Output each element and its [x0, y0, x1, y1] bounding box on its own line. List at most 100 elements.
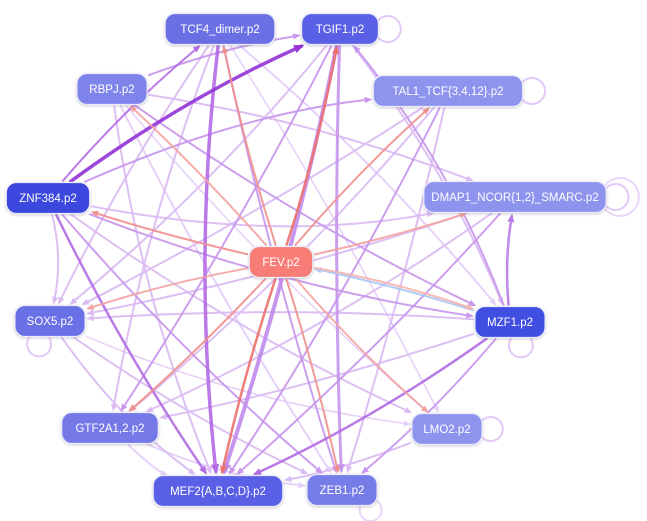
- node-box-lmo2-p2[interactable]: [411, 412, 483, 446]
- arrowhead-sox5-p2: [81, 298, 90, 305]
- arrowhead-sox5-p2: [86, 314, 94, 322]
- arrowhead-mef2-a-b-c-d-p2: [252, 468, 262, 476]
- node-box-tgif1-p2[interactable]: [301, 12, 380, 46]
- edge-znf384-p2-to-lmo2-p2: [70, 213, 411, 413]
- node-dmap1-ncor-1-2-smarc-p2[interactable]: DMAP1_NCOR{1,2}_SMARC.p2: [423, 180, 607, 214]
- node-box-tcf4-dimer-p2[interactable]: [164, 12, 276, 46]
- node-box-fev-p2[interactable]: [248, 245, 314, 279]
- node-box-dmap1-ncor-1-2-smarc-p2[interactable]: [423, 180, 607, 214]
- arrowhead-lmo2-p2: [432, 405, 439, 413]
- node-box-tal1-tcf-3-4-12-p2[interactable]: [372, 74, 524, 108]
- arrowhead-znf384-p2: [90, 210, 99, 217]
- arrowhead-mef2-a-b-c-d-p2: [210, 463, 220, 475]
- edge-znf384-p2-to-tgif1-p2: [69, 44, 304, 184]
- node-box-sox5-p2[interactable]: [14, 304, 86, 338]
- node-mzf1-p2[interactable]: MZF1.p2: [474, 305, 546, 339]
- node-znf384-p2[interactable]: ZNF384.p2: [5, 181, 91, 215]
- edge-znf384-p2-to-mef2-a-b-c-d-p2: [55, 214, 207, 474]
- node-tal1-tcf-3-4-12-p2[interactable]: TAL1_TCF{3,4,12}.p2: [372, 74, 524, 108]
- arrowhead-zeb1-p2: [346, 465, 353, 474]
- node-zeb1-p2[interactable]: ZEB1.p2: [306, 473, 378, 507]
- arrowhead-sox5-p2: [69, 297, 78, 305]
- edge-fev-p2-to-znf384-p2: [92, 211, 249, 256]
- arrowhead-lmo2-p2: [404, 407, 413, 414]
- edge-znf384-p2-to-zeb1-p2: [61, 214, 322, 473]
- arrowhead-tgif1-p2: [292, 33, 301, 40]
- edge-fev-p2-to-gtf2a1-2-p2: [129, 278, 267, 411]
- node-label-zeb1-p2: ZEB1.p2: [320, 485, 365, 497]
- arrowhead-tcf4-dimer-p2: [221, 45, 229, 54]
- arrowhead-mef2-a-b-c-d-p2: [187, 467, 196, 475]
- edge-fev-p2-to-mzf1-p2: [313, 266, 473, 310]
- node-label-mzf1-p2: MZF1.p2: [487, 317, 533, 329]
- arrowhead-mef2-a-b-c-d-p2: [199, 465, 207, 475]
- edge-dmap1-ncor-1-2-smarc-p2-to-mef2-a-b-c-d-p2: [237, 213, 501, 474]
- arrowhead-dmap1-ncor-1-2-smarc-p2: [465, 175, 474, 182]
- node-lmo2-p2[interactable]: LMO2.p2: [411, 412, 483, 446]
- node-box-rbpj-p2[interactable]: [76, 72, 148, 106]
- edge-tgif1-p2-to-zeb1-p2: [335, 45, 343, 472]
- edge-fev-p2-to-rbpj-p2: [130, 106, 267, 246]
- edge-sox5-p2-to-zeb1-p2: [72, 336, 307, 474]
- edge-rbpj-p2-to-mef2-a-b-c-d-p2: [113, 105, 212, 473]
- node-sox5-p2[interactable]: SOX5.p2: [14, 304, 86, 338]
- arrowhead-dmap1-ncor-1-2-smarc-p2: [507, 213, 515, 223]
- node-label-znf384-p2: ZNF384.p2: [19, 193, 77, 205]
- edge-fev-p2-to-zeb1-p2: [285, 278, 339, 472]
- node-label-dmap1-ncor-1-2-smarc-p2: DMAP1_NCOR{1,2}_SMARC.p2: [431, 192, 598, 204]
- node-label-mef2-a-b-c-d-p2: MEF2{A,B,C,D}.p2: [170, 486, 266, 498]
- edge-tgif1-p2-to-mzf1-p2: [352, 45, 503, 304]
- edge-znf384-p2-to-tcf4-dimer-p2: [61, 46, 200, 182]
- node-box-gtf2a1-2-p2[interactable]: [61, 411, 159, 445]
- arrowhead-mef2-a-b-c-d-p2: [236, 467, 245, 475]
- arrowhead-rbpj-p2: [129, 105, 138, 113]
- arrowhead-gtf2a1-2-p2: [159, 413, 168, 420]
- node-tgif1-p2[interactable]: TGIF1.p2: [301, 12, 380, 46]
- node-gtf2a1-2-p2[interactable]: GTF2A1,2.p2: [61, 411, 159, 445]
- node-rbpj-p2[interactable]: RBPJ.p2: [76, 72, 148, 106]
- edge-fev-p2-to-lmo2-p2: [294, 278, 428, 412]
- arrowhead-lmo2-p2: [420, 405, 429, 413]
- edge-tgif1-p2-to-gtf2a1-2-p2: [121, 45, 333, 411]
- arrowhead-tgif1-p2: [293, 44, 305, 53]
- edge-tcf4-dimer-p2-to-mzf1-p2: [238, 44, 496, 305]
- arrowhead-mef2-a-b-c-d-p2: [220, 465, 227, 475]
- arrowhead-mef2-a-b-c-d-p2: [283, 475, 292, 483]
- edge-mzf1-p2-to-mef2-a-b-c-d-p2: [254, 337, 488, 476]
- node-box-zeb1-p2[interactable]: [306, 473, 378, 507]
- arrowhead-sox5-p2: [51, 296, 59, 305]
- arrowhead-gtf2a1-2-p2: [145, 406, 154, 413]
- node-label-rbpj-p2: RBPJ.p2: [89, 84, 134, 96]
- arrowhead-tgif1-p2: [353, 45, 361, 54]
- edge-sox5-p2-to-mef2-a-b-c-d-p2: [61, 337, 195, 475]
- arrowhead-gtf2a1-2-p2: [120, 403, 128, 412]
- node-box-mef2-a-b-c-d-p2[interactable]: [152, 474, 284, 508]
- arrowhead-mef2-a-b-c-d-p2: [205, 466, 212, 475]
- node-label-lmo2-p2: LMO2.p2: [423, 424, 470, 436]
- node-fev-p2[interactable]: FEV.p2: [248, 245, 314, 279]
- edge-rbpj-p2-to-mzf1-p2: [134, 104, 475, 306]
- node-label-tgif1-p2: TGIF1.p2: [316, 24, 365, 36]
- edge-fev-p2-to-tal1-tcf-3-4-12-p2: [294, 108, 429, 246]
- edge-tal1-tcf-3-4-12-p2-to-mef2-a-b-c-d-p2: [229, 107, 441, 474]
- edge-mzf1-p2-to-fev-p2: [315, 268, 474, 312]
- node-box-znf384-p2[interactable]: [5, 181, 91, 215]
- edge-znf384-p2-to-sox5-p2: [51, 214, 60, 303]
- node-box-mzf1-p2[interactable]: [474, 305, 546, 339]
- node-label-tcf4-dimer-p2: TCF4_dimer.p2: [180, 24, 259, 36]
- arrowhead-mef2-a-b-c-d-p2: [160, 469, 169, 476]
- edge-sox5-p2-to-lmo2-p2: [86, 335, 409, 425]
- edge-mzf1-p2-to-sox5-p2: [88, 311, 474, 321]
- node-mef2-a-b-c-d-p2[interactable]: MEF2{A,B,C,D}.p2: [152, 474, 284, 508]
- edge-fev-p2-to-tgif1-p2: [285, 47, 338, 246]
- arrowhead-tcf4-dimer-p2: [192, 45, 201, 53]
- node-label-tal1-tcf-3-4-12-p2: TAL1_TCF{3,4,12}.p2: [392, 86, 503, 98]
- arrowhead-tal1-tcf-3-4-12-p2: [422, 107, 430, 115]
- arrowhead-tgif1-p2: [331, 45, 339, 55]
- edge-fev-p2-to-sox5-p2: [87, 267, 249, 310]
- edge-tcf4-dimer-p2-to-gtf2a1-2-p2: [112, 45, 215, 410]
- node-tcf4-dimer-p2[interactable]: TCF4_dimer.p2: [164, 12, 276, 46]
